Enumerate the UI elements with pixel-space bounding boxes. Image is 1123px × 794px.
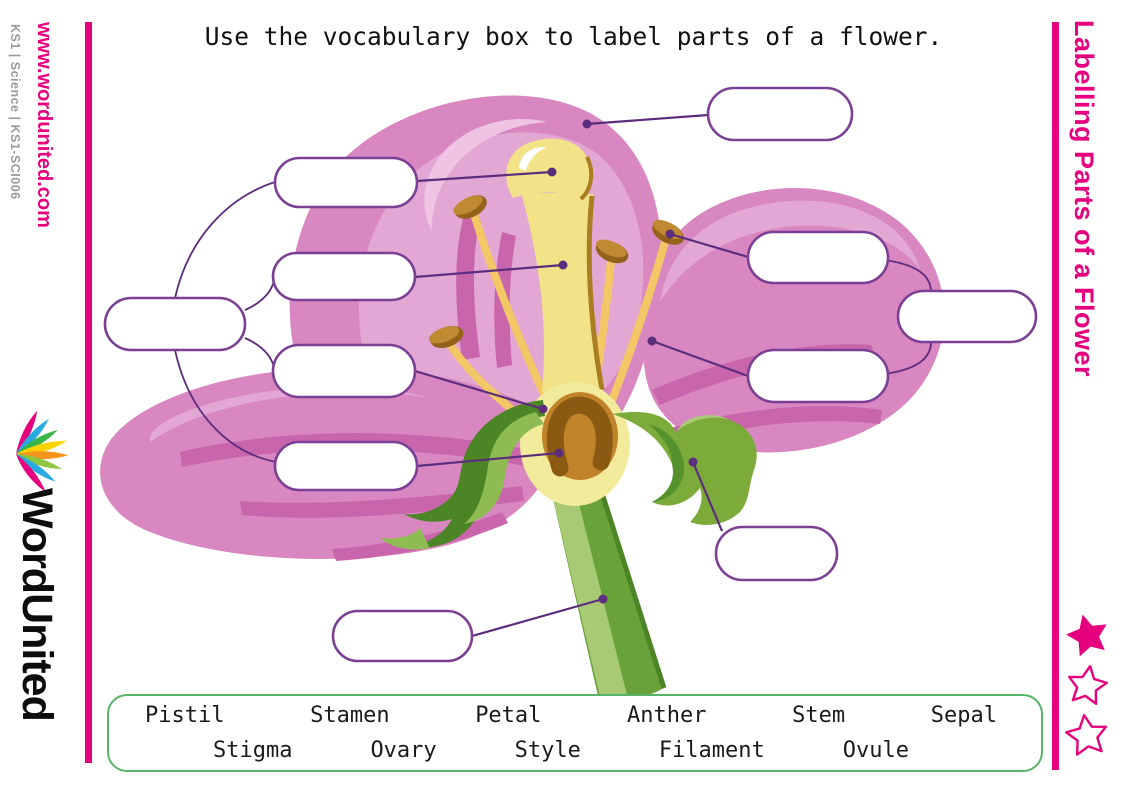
answer-box-stem[interactable] xyxy=(331,609,474,663)
pointer-dot-stem xyxy=(598,594,608,604)
left-divider-rule xyxy=(85,22,92,763)
vocab-row-1: Pistil Stamen Petal Anther Stem Sepal xyxy=(109,698,1041,733)
pointer-dot-ovary xyxy=(538,404,548,414)
vocab-word: Petal xyxy=(475,703,542,728)
pointer-line-sepal xyxy=(691,461,724,532)
vocab-word: Ovary xyxy=(370,738,437,763)
vocab-row-2: Stigma Ovary Style Filament Ovule xyxy=(109,733,1041,768)
pointer-line-filament xyxy=(651,339,749,378)
answer-box-ovule[interactable] xyxy=(273,440,419,492)
answer-box-petal[interactable] xyxy=(706,86,854,142)
wordunited-logo-icon xyxy=(16,410,69,493)
vocab-word: Pistil xyxy=(145,703,225,728)
answer-box-ovary[interactable] xyxy=(271,343,417,399)
pointer-line-stigma xyxy=(416,170,553,183)
star-outline-icon xyxy=(1065,714,1108,756)
star-filled-icon xyxy=(1066,614,1107,657)
answer-box-stamen[interactable] xyxy=(896,289,1038,344)
bracket-stamen-group xyxy=(883,259,932,375)
vocab-word: Stem xyxy=(792,703,846,728)
answer-box-sepal[interactable] xyxy=(714,525,839,582)
pointer-line-ovary xyxy=(414,369,544,411)
pointer-dot-ovule xyxy=(554,448,564,458)
pointer-dot-stigma xyxy=(547,167,557,177)
vocab-word: Stigma xyxy=(213,738,293,763)
answer-boxes xyxy=(103,86,1038,663)
pointer-dot-sepal xyxy=(688,457,698,467)
pointer-line-petal xyxy=(586,113,709,126)
answer-box-pistil[interactable] xyxy=(103,296,247,352)
brand-name: WordUnited xyxy=(13,488,61,721)
reference-code: KS1 | Science | KS1-SCI006 xyxy=(8,24,22,200)
answer-box-stigma[interactable] xyxy=(273,156,419,209)
vocab-word: Filament xyxy=(658,738,765,763)
vocab-word: Anther xyxy=(627,703,707,728)
vocab-word: Sepal xyxy=(930,703,997,728)
pointer-dot-style xyxy=(558,260,568,270)
answer-box-filament[interactable] xyxy=(746,348,890,404)
answer-box-anther[interactable] xyxy=(746,230,890,285)
pointer-dot-anther xyxy=(665,229,675,239)
worksheet-title: Labelling Parts of a Flower xyxy=(1069,20,1099,378)
star-outline-icon xyxy=(1068,665,1108,706)
vocabulary-box: Pistil Stamen Petal Anther Stem Sepal Stigma O… xyxy=(107,694,1043,772)
pointer-line-ovule xyxy=(416,451,560,468)
pointer-dots xyxy=(538,119,698,604)
vocab-word: Ovule xyxy=(842,738,909,763)
pointer-lines xyxy=(414,113,749,638)
right-divider-rule xyxy=(1052,22,1059,770)
pointer-line-style xyxy=(414,263,564,279)
pointer-line-stem xyxy=(471,597,604,638)
pointer-dot-petal xyxy=(582,119,592,129)
pointer-line-anther xyxy=(669,232,749,259)
vocab-word: Style xyxy=(514,738,581,763)
difficulty-stars xyxy=(1065,614,1108,756)
instruction-title: Use the vocabulary box to label parts of… xyxy=(204,22,943,51)
vocab-word: Stamen xyxy=(310,703,390,728)
answer-box-style[interactable] xyxy=(271,251,417,302)
website-url: www.wordunited.com xyxy=(33,22,55,228)
pointer-dot-filament xyxy=(647,336,657,346)
